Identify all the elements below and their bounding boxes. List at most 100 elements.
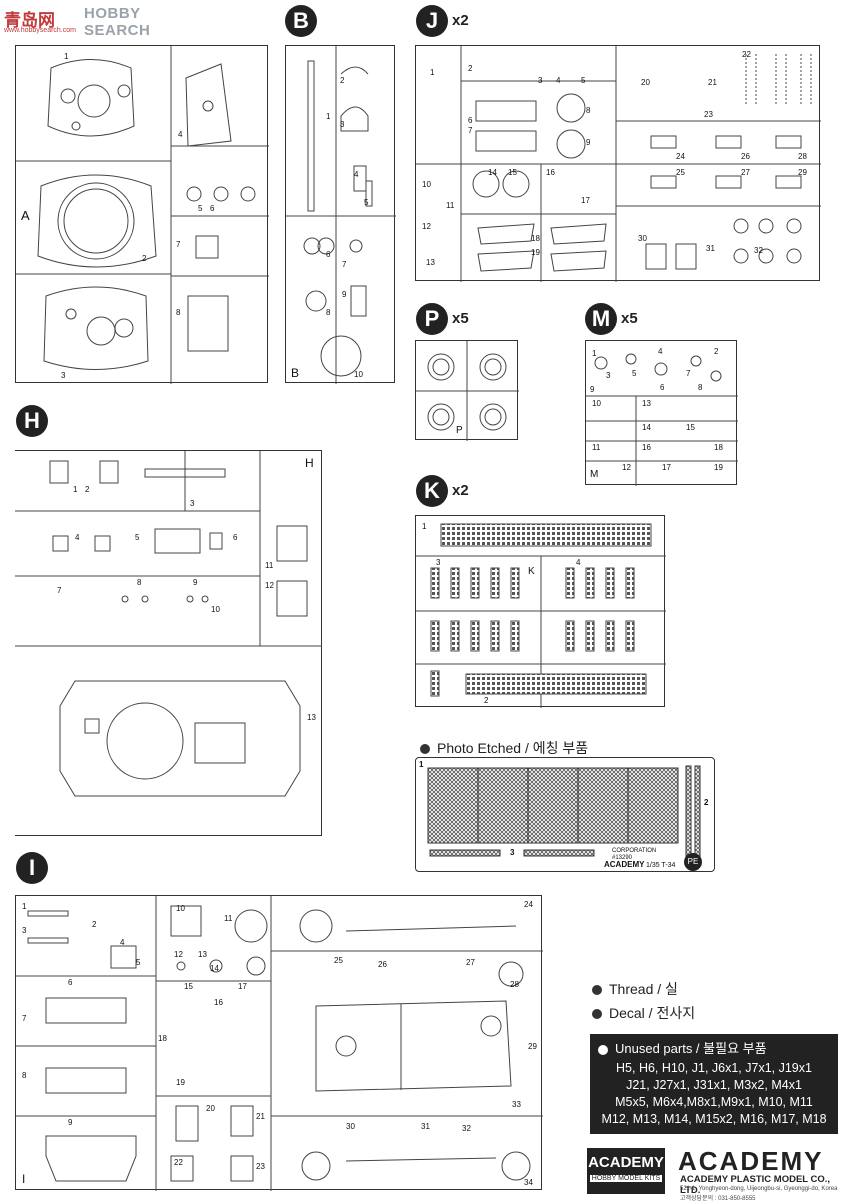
watermark-url: www.hobbysearch.com: [4, 27, 76, 34]
part-number: 1: [22, 902, 27, 911]
part-number: 31: [706, 244, 715, 253]
part-number: 21: [256, 1112, 265, 1121]
part-number: 9: [586, 138, 591, 147]
part-number: 20: [641, 78, 650, 87]
part-number: 22: [742, 50, 751, 59]
pe-brand: ACADEMY: [604, 860, 645, 869]
part-number: 4: [178, 130, 183, 139]
part-number: 8: [586, 106, 591, 115]
part-number: 11: [265, 561, 274, 570]
part-number: 8: [698, 383, 703, 392]
part-number: 22: [174, 1158, 183, 1167]
bullet-icon: [592, 985, 602, 996]
part-number: 10: [592, 399, 601, 408]
pe-code: #13290: [612, 855, 633, 861]
part-number: 31: [421, 1122, 430, 1131]
sprue-i-frame: I 1 2 3 4 5 6 7 8 9 10 11 12 13 14 15 16…: [15, 895, 543, 1191]
part-number: 6: [326, 250, 331, 259]
part-number: 2: [92, 920, 97, 929]
sprue-m-badge: M: [585, 303, 617, 335]
part-number: 9: [342, 290, 347, 299]
part-number: 6: [233, 533, 238, 542]
part-number: 5: [632, 369, 637, 378]
sprue-i-badge: I: [16, 852, 48, 884]
part-number: 6: [68, 978, 73, 987]
part-number: 25: [334, 956, 343, 965]
part-number: 15: [184, 982, 193, 991]
sprue-h-drawing: [15, 451, 322, 797]
sprue-p-badge: P: [416, 303, 448, 335]
part-number: 19: [531, 248, 540, 257]
part-number: 18: [714, 443, 723, 452]
part-number: 12: [174, 950, 183, 959]
sprue-m-drawing: [586, 353, 738, 486]
sprue-b-badge: B: [285, 5, 317, 37]
part-number: 10: [211, 605, 220, 614]
sprue-b-frame: B 1 2 3 4 5 6 7 8 9 10: [285, 45, 396, 384]
part-number: 7: [22, 1014, 27, 1023]
part-number: 23: [256, 1162, 265, 1171]
sprue-j-badge: J: [416, 5, 448, 37]
part-number: 18: [531, 234, 540, 243]
part-number: 9: [193, 578, 198, 587]
photo-etched-title: Photo Etched / 에칭 부품: [420, 738, 588, 758]
part-number: 2: [340, 76, 345, 85]
company-name: ACADEMY PLASTIC MODEL CO., LTD.: [680, 1174, 831, 1196]
part-number: 2: [468, 64, 473, 73]
part-number: 3: [538, 76, 543, 85]
bullet-icon: [598, 1044, 608, 1055]
part-number: 19: [176, 1078, 185, 1087]
part-number: 5: [581, 76, 586, 85]
part-number: 8: [22, 1071, 27, 1080]
part-number: 16: [214, 998, 223, 1007]
part-number: 29: [528, 1042, 537, 1051]
part-number: 17: [238, 982, 247, 991]
part-number: 12: [265, 581, 274, 590]
part-number: 5: [364, 198, 369, 207]
unused-parts-line: M5x5, M6x4,M8x1,M9x1, M10, M11: [615, 1095, 813, 1109]
legend-decal-label: Decal / 전사지: [609, 1005, 696, 1021]
part-number: 30: [346, 1122, 355, 1131]
sprue-p-frame: P: [415, 340, 519, 441]
part-number: 7: [176, 240, 181, 249]
part-number: 4: [354, 170, 359, 179]
part-number: 8: [176, 308, 181, 317]
part-number: 14: [642, 423, 651, 432]
sprue-p-letter: P: [456, 425, 463, 436]
sprue-a-frame: A 1 2 3 4 5 6 7 8: [15, 45, 269, 384]
part-number: 15: [686, 423, 695, 432]
part-number: 4: [75, 533, 80, 542]
academy-logo-small-text: ACADEMY: [588, 1154, 664, 1171]
part-number: 1: [326, 112, 331, 121]
part-number: 28: [510, 980, 519, 989]
unused-parts-line: M12, M13, M14, M15x2, M16, M17, M18: [601, 1112, 827, 1126]
part-number: 5: [136, 958, 141, 967]
part-number: 14: [210, 964, 219, 973]
legend-thread-label: Thread / 실: [609, 981, 678, 997]
sprue-j-frame: 1 2 3 4 5 6 7 8 9 10 11 12 13 14 15 16 1…: [415, 45, 821, 282]
sprue-a-letter: A: [21, 208, 30, 223]
part-number: 18: [158, 1034, 167, 1043]
watermark: 青岛网 www.hobbysearch.com HOBBY SEARCH: [0, 0, 200, 40]
part-number: 26: [741, 152, 750, 161]
sprue-j-drawing: [416, 46, 821, 282]
part-number: 34: [524, 1178, 533, 1187]
sprue-b-letter-inner: B: [291, 366, 300, 380]
part-number: 27: [741, 168, 750, 177]
watermark-cn: 青岛网: [4, 11, 55, 30]
bullet-icon: [592, 1009, 602, 1020]
sprue-h-badge: H: [16, 405, 48, 437]
part-number: 13: [198, 950, 207, 959]
part-number: 23: [704, 110, 713, 119]
part-number: 2: [714, 347, 719, 356]
sprue-k-drawing: [416, 523, 666, 708]
part-number: 4: [556, 76, 561, 85]
part-number: 15: [508, 168, 517, 177]
part-number: 17: [581, 196, 590, 205]
part-number: 3: [340, 120, 345, 129]
company-phone: 고객상담문의 : 031-850-8555: [680, 1196, 756, 1202]
photo-etched-label: Photo Etched / 에칭 부품: [437, 740, 589, 756]
part-number: 10: [354, 370, 363, 379]
pe-scale: 1/35 T-34: [646, 862, 676, 869]
company-address: 521-1, Yonghyeon-dong, Uijeongbu-si, Gye…: [680, 1186, 838, 1192]
